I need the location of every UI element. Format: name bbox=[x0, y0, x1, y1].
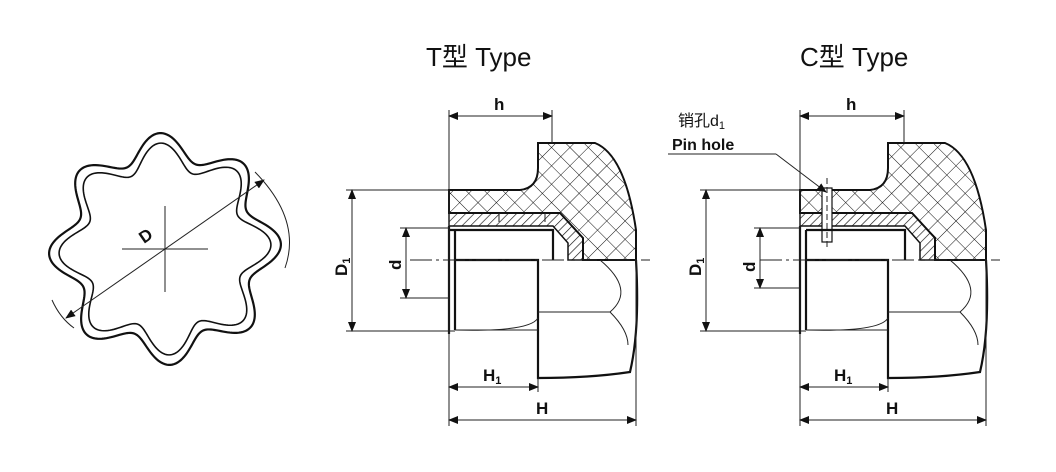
t-label-d: d bbox=[386, 260, 405, 270]
c-label-H: H bbox=[886, 399, 898, 418]
knob-outline-inner bbox=[58, 142, 272, 356]
c-label-D1: D1 bbox=[686, 258, 707, 276]
t-lower-outline bbox=[455, 258, 639, 380]
c-label-h: h bbox=[846, 95, 856, 114]
pin-hole-leader-diag bbox=[775, 153, 827, 193]
t-insert-hatch bbox=[448, 212, 584, 261]
t-label-H1: H1 bbox=[483, 366, 501, 387]
c-label-H1: H1 bbox=[834, 366, 852, 387]
c-bore bbox=[798, 226, 907, 334]
dimension-line-D bbox=[65, 179, 265, 319]
t-label-h: h bbox=[494, 95, 504, 114]
top-view: D bbox=[48, 132, 291, 366]
c-type-view: C型 Type h D1 d H1 H 销 bbox=[668, 42, 1000, 426]
knob-outline-outer bbox=[48, 132, 282, 366]
t-label-H: H bbox=[536, 399, 548, 418]
t-type-title: T型 Type bbox=[426, 42, 531, 72]
c-insert-hatch bbox=[799, 212, 936, 261]
dimension-label-D: D bbox=[135, 225, 156, 248]
t-type-view: T型 Type h D1 d H1 bbox=[332, 42, 650, 426]
pin-hole-label-en: Pin hole bbox=[672, 137, 734, 154]
t-body-hatch bbox=[448, 142, 637, 261]
c-label-d: d bbox=[740, 262, 759, 272]
c-lower-outline bbox=[806, 258, 989, 380]
dimension-arc bbox=[254, 171, 291, 269]
pin-hole-label-cn: 销孔d1 bbox=[678, 112, 725, 132]
t-label-D1: D1 bbox=[332, 258, 353, 276]
dimension-arc-left bbox=[51, 299, 75, 329]
c-type-title: C型 Type bbox=[800, 42, 908, 72]
c-body-hatch bbox=[799, 142, 987, 261]
